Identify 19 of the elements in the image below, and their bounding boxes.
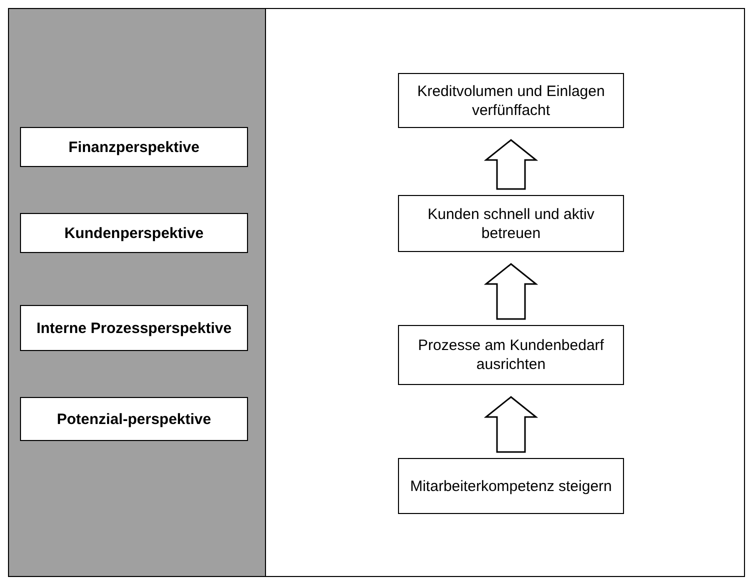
box-label: Mitarbeiterkompetenz steigern [410,476,612,496]
goal-box [398,73,624,128]
block-arrow [484,139,538,190]
goal-box [398,325,624,385]
box-label: Finanzperspektive [68,138,200,156]
box-label: Kunden schnell und aktiv betreuen [426,204,596,242]
box-label: Kreditvolumen und Einlagen verfünffacht [416,82,606,120]
goal-box [398,195,624,252]
box-label: Kundenperspektive [64,224,204,242]
box-label: Interne Prozessperspektive [36,318,232,338]
perspective-box [20,397,248,441]
block-arrow [484,263,538,320]
perspective-box [20,127,248,167]
box-label: Potenzial-perspektive [56,410,212,428]
block-arrow [484,396,538,453]
box-label: Prozesse am Kundenbedarf ausrichten [417,336,605,374]
perspective-box [20,305,248,351]
perspective-box [20,213,248,253]
goal-box [398,458,624,514]
